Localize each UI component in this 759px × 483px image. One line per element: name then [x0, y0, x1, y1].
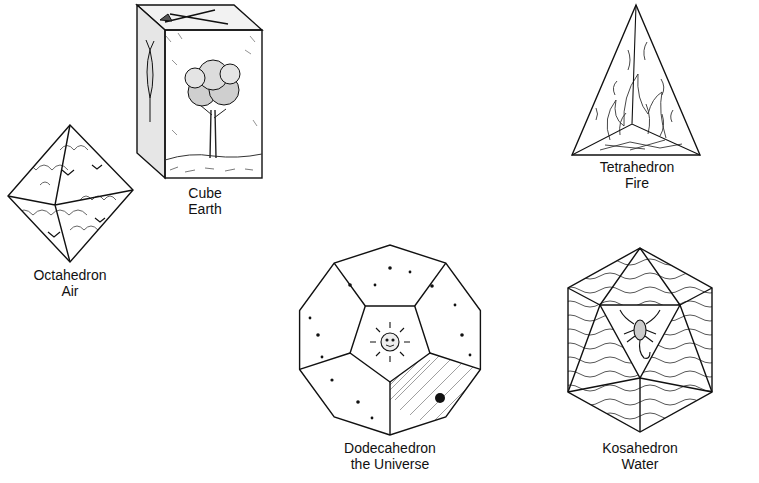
solid-caption: Octahedron Air — [33, 268, 106, 299]
solid-caption: Tetrahedron Fire — [600, 160, 675, 191]
sun-symbol — [370, 322, 410, 362]
solid-caption: Kosahedron Water — [602, 441, 678, 472]
tetrahedron-figure — [572, 5, 700, 155]
dodecahedron-figure — [300, 245, 490, 435]
octahedron-figure — [8, 125, 133, 262]
solid-caption: Dodecahedron the Universe — [338, 441, 442, 472]
cube-figure — [137, 5, 262, 178]
sea-creature — [620, 310, 660, 358]
solid-caption: Cube Earth — [188, 186, 221, 217]
icosahedron-figure — [560, 248, 720, 432]
